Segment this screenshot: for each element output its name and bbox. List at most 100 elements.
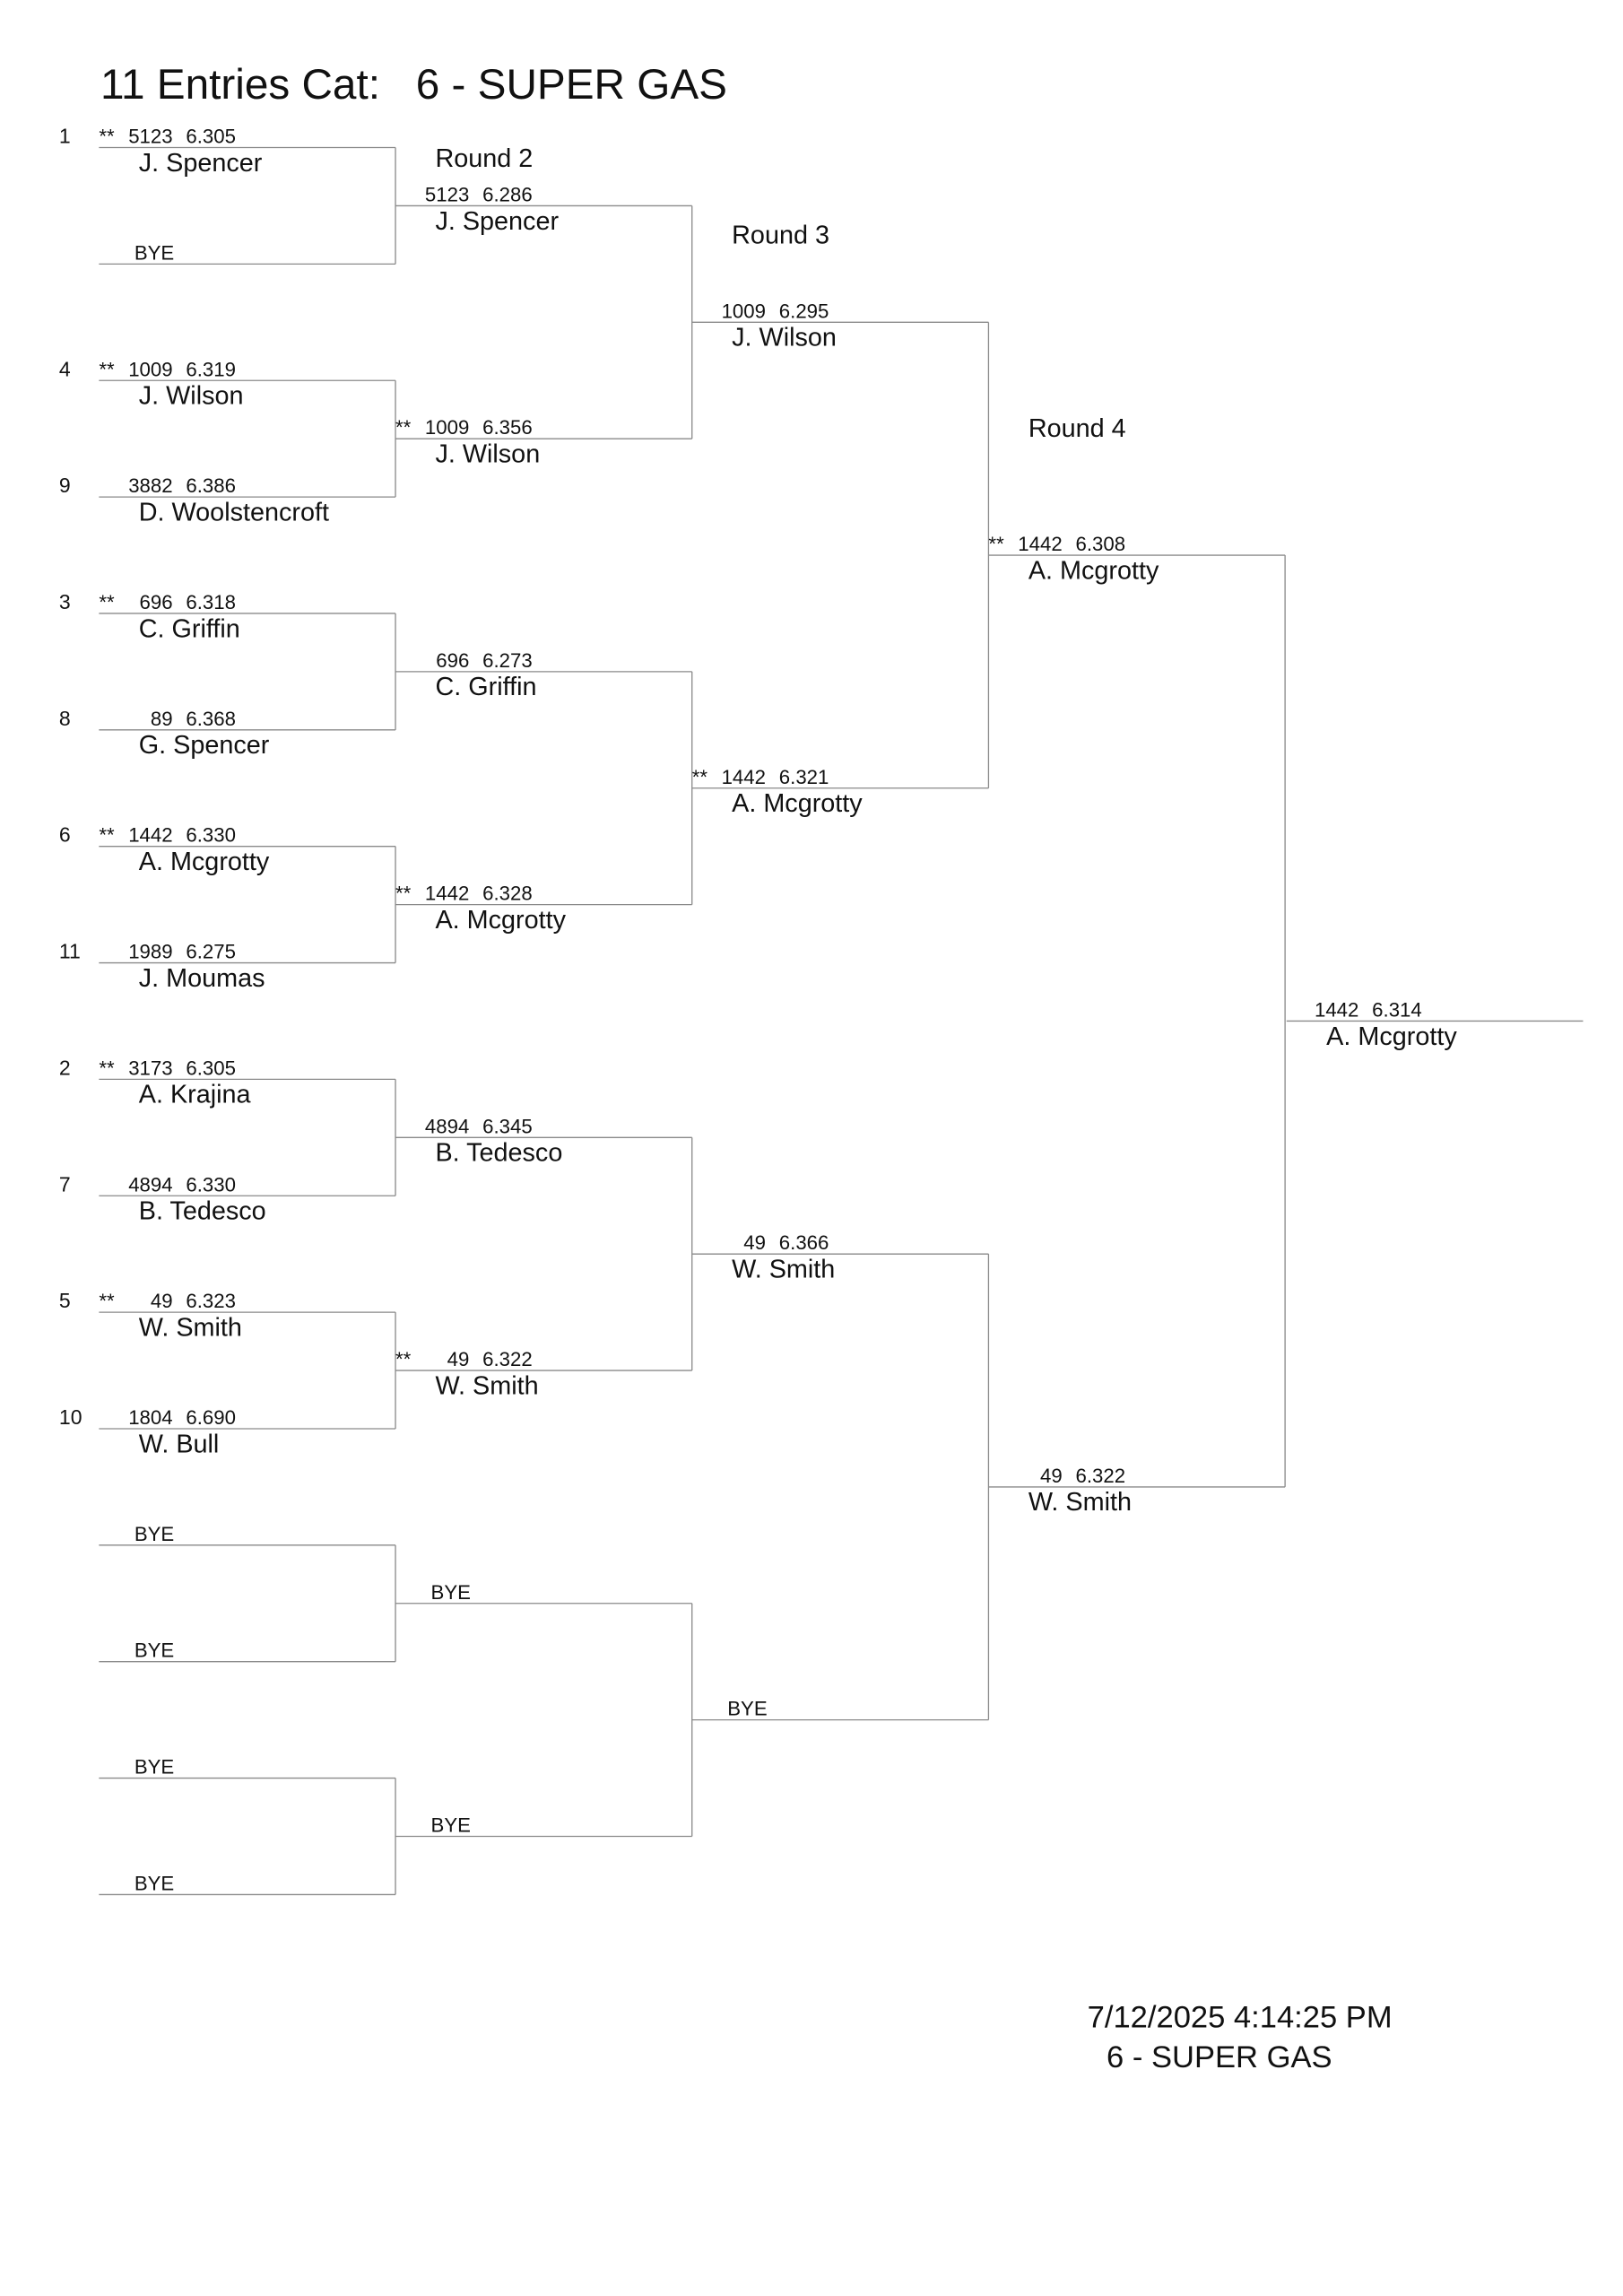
- racer-name: C. Griffin: [139, 614, 240, 643]
- racer-name: B. Tedesco: [139, 1197, 266, 1226]
- racer-name: D. Woolstencroft: [139, 498, 329, 526]
- racer-name: A. Krajina: [139, 1081, 251, 1109]
- winner-marker: **: [395, 416, 412, 439]
- elapsed-time: 6.366: [779, 1231, 829, 1254]
- bye-label: BYE: [135, 1639, 174, 1662]
- bye-label: BYE: [431, 1814, 471, 1837]
- car-number: 1989: [128, 941, 172, 963]
- racer-name: W. Smith: [1028, 1488, 1132, 1517]
- racer-name: A. Mcgrotty: [435, 906, 566, 935]
- racer-name: J. Moumas: [139, 964, 265, 993]
- elapsed-time: 6.275: [186, 941, 236, 963]
- racer-name: J. Spencer: [139, 149, 263, 178]
- footer-category: 6 - SUPER GAS: [1107, 2040, 1332, 2074]
- round-4-header: Round 4: [1028, 414, 1126, 443]
- car-number: 4894: [128, 1173, 172, 1196]
- racer-name: A. Mcgrotty: [732, 789, 863, 818]
- elapsed-time: 6.295: [779, 300, 829, 322]
- seed-number: 10: [59, 1405, 82, 1429]
- racer-name: A. Mcgrotty: [1326, 1022, 1457, 1051]
- car-number: 1442: [128, 824, 172, 847]
- car-number: 3882: [128, 474, 172, 497]
- elapsed-time: 6.322: [1075, 1465, 1125, 1487]
- bye-label: BYE: [135, 1872, 174, 1894]
- winner-marker: **: [692, 766, 708, 788]
- car-number: 49: [743, 1231, 766, 1254]
- car-number: 1442: [425, 883, 469, 905]
- car-number: 1009: [128, 358, 172, 380]
- winner-marker: **: [99, 1057, 115, 1079]
- car-number: 89: [151, 708, 173, 730]
- car-number: 1009: [425, 416, 469, 439]
- car-number: 1009: [722, 300, 766, 322]
- seed-number: 8: [59, 707, 71, 730]
- car-number: 4894: [425, 1115, 469, 1137]
- racer-name: A. Mcgrotty: [139, 848, 270, 876]
- elapsed-time: 6.690: [186, 1406, 236, 1429]
- car-number: 5123: [128, 126, 172, 148]
- car-number: 3173: [128, 1057, 172, 1079]
- racer-name: B. Tedesco: [435, 1139, 562, 1168]
- racer-name: A. Mcgrotty: [1028, 556, 1159, 585]
- elapsed-time: 6.356: [482, 416, 533, 439]
- racer-name: W. Smith: [139, 1313, 242, 1342]
- elapsed-time: 6.330: [186, 824, 236, 847]
- elapsed-time: 6.314: [1372, 999, 1422, 1022]
- round-3-header: Round 3: [732, 221, 829, 249]
- car-number: 696: [140, 591, 173, 613]
- bye-label: BYE: [727, 1698, 767, 1720]
- winner-marker: **: [99, 591, 115, 613]
- page-title: 11 Entries Cat: 6 - SUPER GAS: [100, 61, 727, 109]
- car-number: 49: [151, 1290, 173, 1312]
- elapsed-time: 6.328: [482, 883, 533, 905]
- winner-marker: **: [395, 1348, 412, 1370]
- winner-marker: **: [395, 883, 412, 905]
- elapsed-time: 6.386: [186, 474, 236, 497]
- elapsed-time: 6.305: [186, 1057, 236, 1079]
- seed-number: 6: [59, 823, 71, 847]
- elapsed-time: 6.319: [186, 358, 236, 380]
- seed-number: 4: [59, 357, 71, 380]
- racer-name: W. Smith: [435, 1371, 538, 1400]
- winner-marker: **: [988, 533, 1004, 555]
- seed-number: 9: [59, 474, 71, 497]
- elapsed-time: 6.345: [482, 1115, 533, 1137]
- seed-number: 11: [59, 940, 81, 963]
- seed-number: 1: [59, 125, 71, 148]
- racer-name: G. Spencer: [139, 731, 270, 760]
- racer-name: C. Griffin: [435, 673, 536, 701]
- footer-timestamp: 7/12/2025 4:14:25 PM: [1088, 2001, 1393, 2035]
- elapsed-time: 6.286: [482, 184, 533, 206]
- racer-name: J. Wilson: [435, 439, 540, 468]
- elapsed-time: 6.323: [186, 1290, 236, 1312]
- bye-label: BYE: [431, 1581, 471, 1604]
- elapsed-time: 6.308: [1075, 533, 1125, 555]
- winner-marker: **: [99, 126, 115, 148]
- bye-label: BYE: [135, 1523, 174, 1545]
- seed-number: 7: [59, 1172, 71, 1196]
- car-number: 49: [447, 1348, 470, 1370]
- elapsed-time: 6.273: [482, 649, 533, 672]
- seed-number: 3: [59, 590, 71, 613]
- car-number: 1804: [128, 1406, 172, 1429]
- seed-number: 5: [59, 1289, 71, 1312]
- bye-label: BYE: [135, 241, 174, 264]
- racer-name: W. Smith: [732, 1256, 835, 1284]
- car-number: 696: [436, 649, 469, 672]
- racer-name: J. Wilson: [139, 382, 244, 411]
- round-2-header: Round 2: [435, 144, 533, 173]
- elapsed-time: 6.305: [186, 126, 236, 148]
- car-number: 49: [1040, 1465, 1063, 1487]
- car-number: 1442: [722, 766, 766, 788]
- racer-name: W. Bull: [139, 1430, 220, 1458]
- elapsed-time: 6.318: [186, 591, 236, 613]
- elapsed-time: 6.368: [186, 708, 236, 730]
- bye-label: BYE: [135, 1756, 174, 1779]
- winner-marker: **: [99, 1290, 115, 1312]
- seed-number: 2: [59, 1056, 71, 1079]
- elapsed-time: 6.330: [186, 1173, 236, 1196]
- car-number: 1442: [1315, 999, 1358, 1022]
- winner-marker: **: [99, 824, 115, 847]
